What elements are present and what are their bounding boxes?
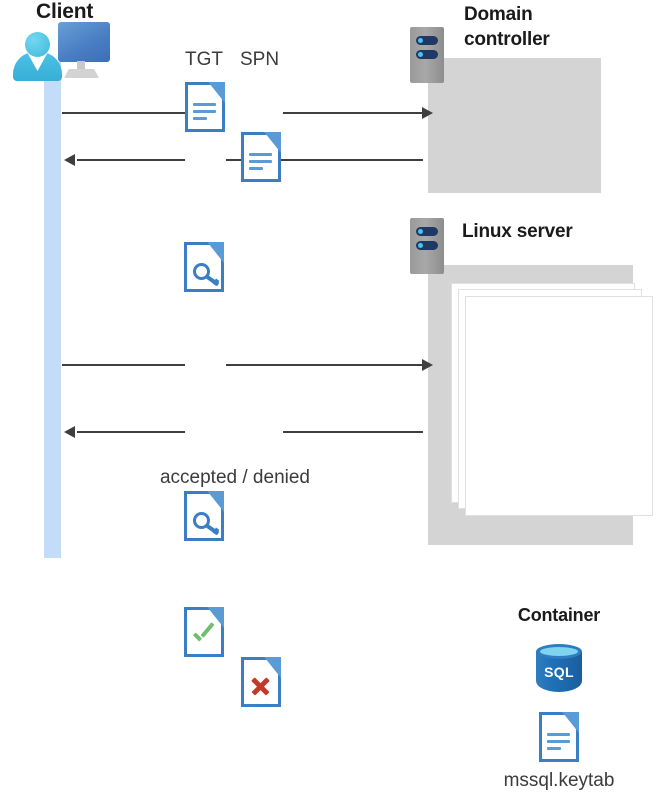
client-title: Client bbox=[36, 0, 94, 23]
document-lines bbox=[193, 103, 217, 124]
flow-linux-to-client-arrowhead bbox=[64, 426, 75, 438]
accepted-document-icon bbox=[184, 607, 224, 657]
sql-badge-label: SQL bbox=[544, 664, 574, 680]
rack-bar bbox=[416, 36, 438, 45]
tgt-label: TGT bbox=[185, 49, 223, 70]
linux-server-title: Linux server bbox=[462, 221, 573, 242]
flow-client-to-linux-arrowhead bbox=[422, 359, 433, 371]
monitor-base bbox=[64, 69, 99, 78]
service-ticket-key-document-icon bbox=[184, 242, 224, 292]
flow-dc-to-client-segment-left bbox=[77, 159, 185, 161]
keytab-document-icon bbox=[539, 712, 579, 762]
key-icon bbox=[192, 262, 220, 286]
rack-bar bbox=[416, 241, 438, 250]
flow-linux-to-client-segment-right bbox=[283, 431, 423, 433]
database-cylinder: SQL bbox=[536, 644, 582, 698]
key-ring bbox=[192, 263, 210, 281]
cylinder-top bbox=[536, 644, 582, 659]
keytab-filename-label: mssql.keytab bbox=[503, 770, 615, 791]
flow-dc-to-client-segment-right bbox=[226, 159, 423, 161]
linux-server-rack-icon bbox=[410, 218, 444, 274]
rack-bar bbox=[416, 227, 438, 236]
flow-linux-to-client-segment-left bbox=[77, 431, 185, 433]
check-icon bbox=[191, 626, 216, 650]
monitor-neck bbox=[77, 61, 85, 71]
client-lifeline bbox=[44, 62, 61, 558]
spn-document-icon bbox=[241, 132, 281, 182]
flow-client-to-dc-segment-left bbox=[62, 112, 186, 114]
container-title: Container bbox=[517, 605, 601, 625]
close-icon bbox=[250, 677, 272, 698]
flow-client-to-dc-arrowhead bbox=[422, 107, 433, 119]
sql-database-icon: SQL bbox=[466, 644, 652, 700]
flow-dc-to-client-arrowhead bbox=[64, 154, 75, 166]
domain-controller-panel bbox=[428, 58, 601, 193]
monitor-screen bbox=[58, 22, 110, 62]
spn-label: SPN bbox=[240, 49, 280, 70]
flow-client-to-dc-segment-right bbox=[283, 112, 423, 114]
key-icon bbox=[192, 511, 220, 535]
rack-bar bbox=[416, 50, 438, 59]
document-body bbox=[185, 82, 225, 132]
container-card-front: Container SQL mssql.keytab bbox=[465, 296, 653, 791]
domain-controller-title-line1: Domain bbox=[464, 4, 533, 25]
tgt-document-icon bbox=[185, 82, 225, 132]
document-lines bbox=[547, 733, 571, 754]
key-ring bbox=[192, 512, 210, 530]
flow-client-to-linux-segment-right bbox=[226, 364, 423, 366]
domain-controller-title: Domain controller bbox=[464, 2, 624, 52]
accepted-denied-label: accepted / denied bbox=[159, 467, 310, 488]
domain-controller-title-line2: controller bbox=[464, 29, 550, 50]
client-workstation-icon bbox=[8, 22, 110, 84]
document-lines bbox=[249, 153, 273, 174]
flow-client-to-linux-segment-left bbox=[62, 364, 185, 366]
denied-document-icon bbox=[241, 657, 281, 707]
person-head bbox=[25, 32, 50, 57]
domain-controller-server-rack-icon bbox=[410, 27, 444, 83]
service-ticket-key-document-icon-2 bbox=[184, 491, 224, 541]
